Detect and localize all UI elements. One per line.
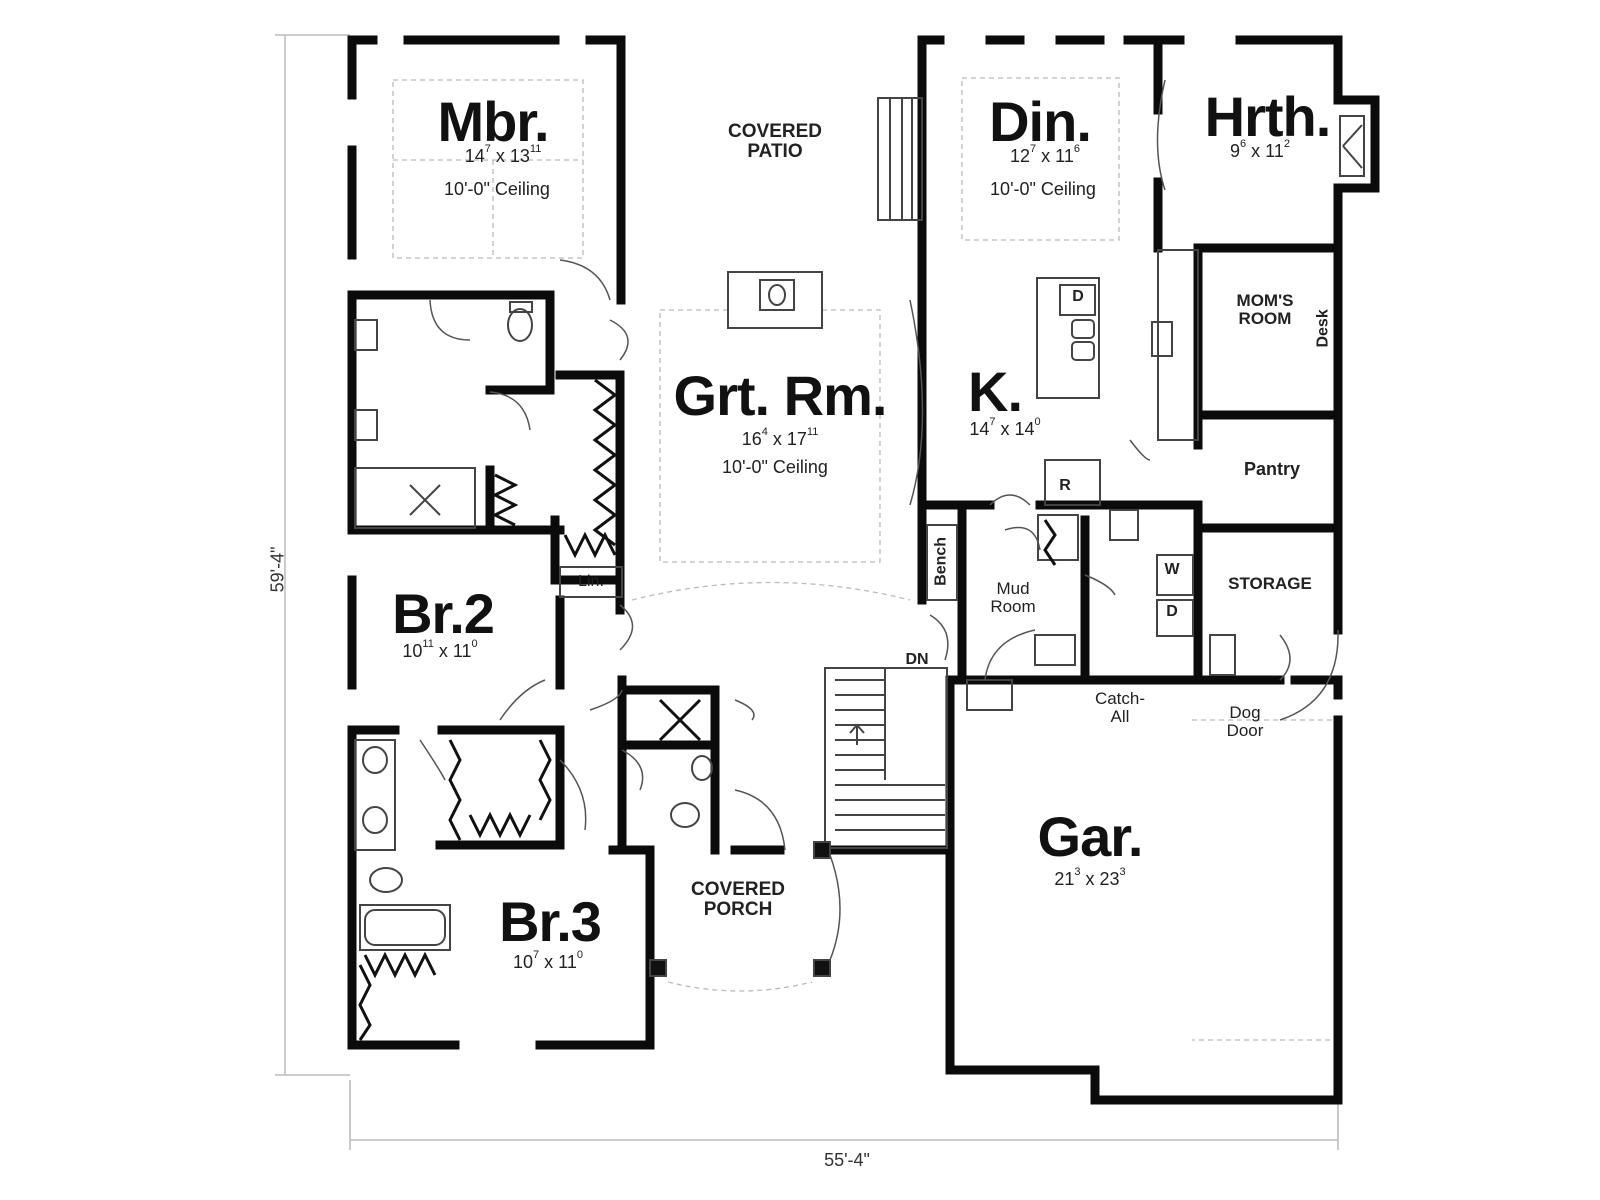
storage-label: STORAGE xyxy=(1228,574,1312,593)
dim-b-in: 3 xyxy=(1119,866,1126,878)
ceiling-outlines xyxy=(392,77,1336,1041)
dim-a-in: 6 xyxy=(1240,138,1247,150)
din-ceiling: 10'-0" Ceiling xyxy=(990,179,1096,199)
great-room-name: Grt. Rm. xyxy=(673,364,888,427)
dim-b-in: 0 xyxy=(471,638,478,650)
fixtures xyxy=(354,97,1365,977)
dim-b: 23 xyxy=(1099,869,1120,889)
porch-label: COVERED PORCH xyxy=(668,880,808,920)
dog-door-line-2: Door xyxy=(1226,720,1264,740)
dim-a-in: 7 xyxy=(484,143,491,155)
din-room-dims: 127 x 116 xyxy=(1010,143,1080,166)
fridge-label: R xyxy=(1059,477,1071,494)
dim-b-in: 2 xyxy=(1283,138,1290,150)
linen-closet-label: Lin. xyxy=(578,573,604,590)
br2-room-dims: 1011 x 110 xyxy=(402,638,478,661)
catch-all-label: Catch- All xyxy=(1080,690,1160,726)
br3-room-name: Br.3 xyxy=(499,890,602,953)
dim-a: 10 xyxy=(513,952,534,972)
overall-width-label: 55'-4" xyxy=(824,1150,870,1170)
catch-all-line-1: Catch- xyxy=(1094,689,1146,708)
dim-a: 10 xyxy=(402,641,423,661)
stairs-down-label: DN xyxy=(905,651,929,668)
garage-room-dims: 213 x 233 xyxy=(1054,866,1126,889)
dim-a-in: 7 xyxy=(533,949,540,961)
br2-room-name: Br.2 xyxy=(392,582,495,645)
dog-door-line-1: Dog xyxy=(1229,703,1261,722)
overall-depth-label: 59'-4" xyxy=(267,546,288,593)
mud-room-label: Mud Room xyxy=(978,580,1048,616)
porch-line-2: PORCH xyxy=(703,898,773,920)
dim-b: 11 xyxy=(1265,141,1284,161)
walls xyxy=(347,35,1380,1105)
dim-b-in: 6 xyxy=(1073,143,1080,155)
moms-line-2: ROOM xyxy=(1238,308,1292,328)
dim-a-in: 11 xyxy=(422,638,434,650)
hrth-room-dims: 96 x 112 xyxy=(1230,138,1290,161)
dog-door-label: Dog Door xyxy=(1205,704,1285,740)
din-room-name: Din. xyxy=(989,90,1092,153)
patio-line-2: PATIO xyxy=(747,140,803,162)
dim-a: 14 xyxy=(969,419,990,439)
kitchen-room-dims: 147 x 140 xyxy=(969,416,1041,439)
patio-line-1: COVERED xyxy=(728,121,822,142)
moms-line-1: MOM'S xyxy=(1236,291,1294,310)
moms-room-label: MOM'S ROOM xyxy=(1205,292,1325,328)
dim-a: 12 xyxy=(1010,146,1031,166)
catch-all-line-2: All xyxy=(1110,706,1130,726)
mbr-room-dims: 147 x 1311 xyxy=(464,143,542,166)
dim-b: 13 xyxy=(509,146,530,166)
closet-shelving xyxy=(358,378,1057,1041)
dim-a: 16 xyxy=(741,429,762,449)
mbr-room-name: Mbr. xyxy=(437,90,549,153)
patio-label: COVERED PATIO xyxy=(705,122,845,162)
dim-b-in: 11 xyxy=(806,426,819,438)
kitchen-room-name: K. xyxy=(968,360,1023,423)
great-room-ceiling: 10'-0" Ceiling xyxy=(722,457,828,477)
porch-line-1: COVERED xyxy=(691,879,785,900)
dim-b: 11 xyxy=(558,952,577,972)
bench-label: Bench xyxy=(932,536,950,586)
mud-line-2: Room xyxy=(990,596,1036,616)
mud-line-1: Mud xyxy=(996,579,1030,598)
dryer-label: D xyxy=(1166,603,1178,620)
dim-a: 21 xyxy=(1054,869,1075,889)
dim-a-in: 4 xyxy=(761,426,768,438)
dim-a-in: 7 xyxy=(1030,143,1037,155)
dim-b: 11 xyxy=(452,641,472,661)
hrth-room-name: Hrth. xyxy=(1204,85,1332,148)
dim-b: 11 xyxy=(1055,146,1074,166)
garage-room-name: Gar. xyxy=(1037,805,1144,868)
dim-a: 9 xyxy=(1230,141,1241,161)
dim-a: 14 xyxy=(464,146,485,166)
mbr-ceiling: 10'-0" Ceiling xyxy=(444,179,550,199)
door-swings xyxy=(419,79,1339,961)
pantry-label: Pantry xyxy=(1243,459,1301,479)
dishwasher-label: D xyxy=(1072,288,1084,305)
great-room-dims: 164 x 1711 xyxy=(741,426,819,449)
dim-b: 14 xyxy=(1014,419,1035,439)
washer-label: W xyxy=(1164,561,1180,578)
dim-a-in: 3 xyxy=(1074,866,1081,878)
dim-b-in: 0 xyxy=(1034,416,1041,428)
dim-b-in: 11 xyxy=(529,143,542,155)
dim-a-in: 7 xyxy=(989,416,996,428)
dim-b: 17 xyxy=(786,429,807,449)
desk-label: Desk xyxy=(1314,309,1332,348)
dim-b-in: 0 xyxy=(576,949,583,961)
br3-room-dims: 107 x 110 xyxy=(513,949,583,972)
